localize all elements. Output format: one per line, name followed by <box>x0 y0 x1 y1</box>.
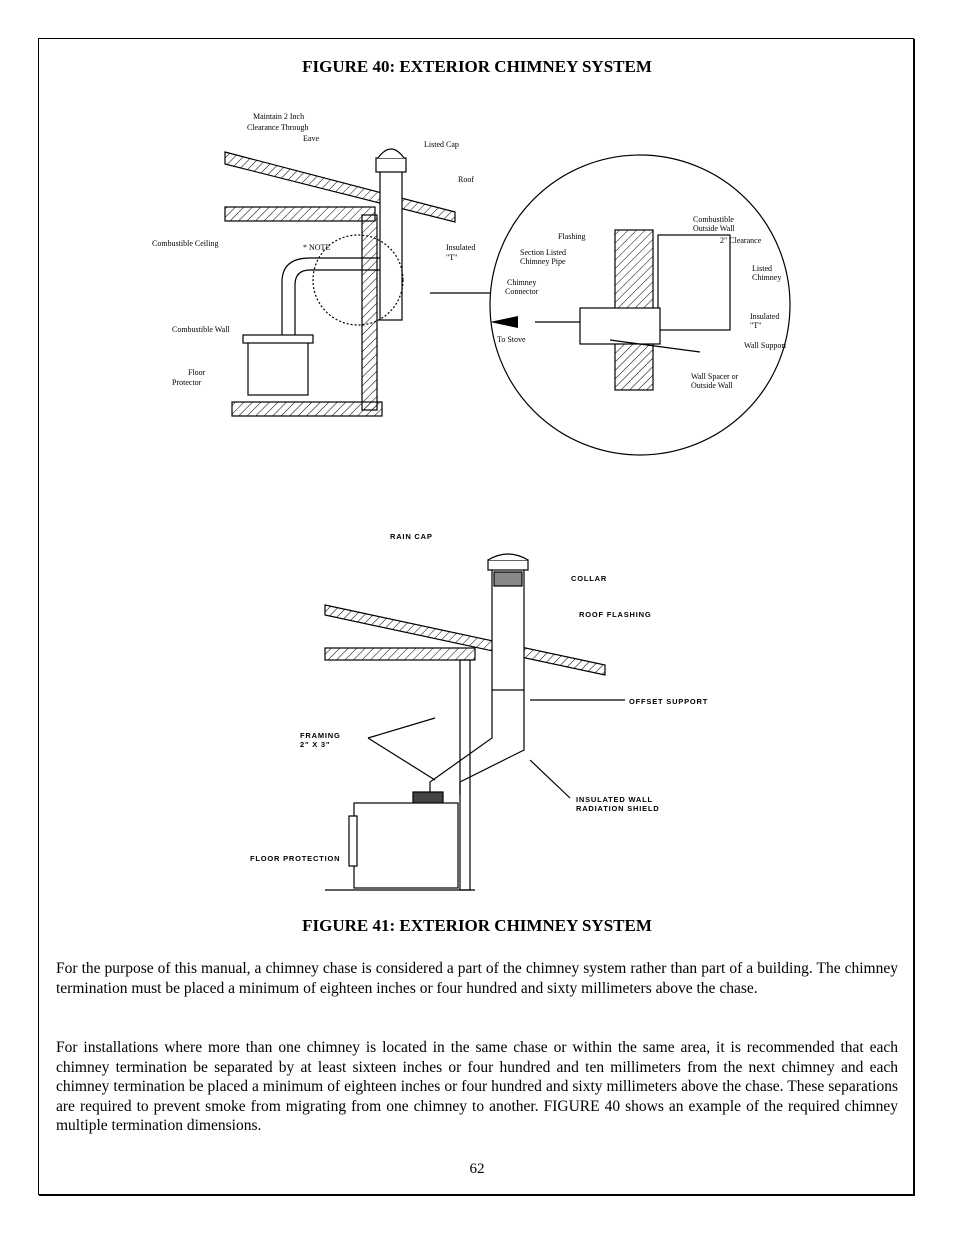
label-wall-support: Wall Support <box>744 341 787 350</box>
paragraph-2: For installations where more than one ch… <box>56 1039 898 1134</box>
label-insulated-t2-1: Insulated <box>750 312 779 321</box>
figure-41-caption: FIGURE 41: EXTERIOR CHIMNEY SYSTEM <box>302 916 652 935</box>
label-listed-cap: Listed Cap <box>424 140 459 149</box>
figure-40-diagram: Maintain 2 Inch Clearance Through Eave L… <box>152 112 791 456</box>
label-roof-flashing: ROOF FLASHING <box>579 610 651 619</box>
label-maintain-1: Maintain 2 Inch <box>253 112 304 121</box>
label-combustible-outside-wall-2: Outside Wall <box>693 224 735 233</box>
label-insulated-t2-2: "T" <box>750 321 761 330</box>
figure-41-diagram: RAIN CAP COLLAR ROOF FLASHING OFFSET SUP… <box>250 532 708 891</box>
page-number: 62 <box>469 1161 485 1177</box>
label-collar: COLLAR <box>571 574 607 583</box>
paragraph-1: For the purpose of this manual, a chimne… <box>56 960 898 997</box>
label-chimney-connector-2: Connector <box>505 287 539 296</box>
label-listed-chimney-1: Listed <box>752 264 772 273</box>
label-maintain-3: Eave <box>303 134 319 143</box>
label-insulated-wall-2: RADIATION SHIELD <box>576 804 660 813</box>
label-wall-spacer-2: Outside Wall <box>691 381 733 390</box>
label-floor-protector-1: Floor <box>188 368 206 377</box>
label-floor-protector-2: Protector <box>172 378 202 387</box>
label-insulated-wall-1: INSULATED WALL <box>576 795 653 804</box>
label-listed-chimney-2: Chimney <box>752 273 781 282</box>
label-framing-1: FRAMING <box>300 731 341 740</box>
label-to-stove: To Stove <box>497 335 526 344</box>
label-section-listed-2: Chimney Pipe <box>520 257 566 266</box>
label-chimney-connector-1: Chimney <box>507 278 536 287</box>
label-wall-spacer-1: Wall Spacer or <box>691 372 739 381</box>
label-insulated-t-2: "T" <box>446 253 457 262</box>
label-roof: Roof <box>458 175 474 184</box>
label-offset-support: OFFSET SUPPORT <box>629 697 708 706</box>
label-clearance-2in: 2" Clearance <box>720 236 762 245</box>
label-maintain-2: Clearance Through <box>247 123 308 132</box>
label-section-listed-1: Section Listed <box>520 248 566 257</box>
label-flashing: Flashing <box>558 232 586 241</box>
label-insulated-t-1: Insulated <box>446 243 475 252</box>
label-note: * NOTE <box>303 243 330 252</box>
figure-40-caption: FIGURE 40: EXTERIOR CHIMNEY SYSTEM <box>302 57 652 76</box>
label-rain-cap: RAIN CAP <box>390 532 433 541</box>
label-combustible-ceiling: Combustible Ceiling <box>152 239 218 248</box>
label-combustible-wall: Combustible Wall <box>172 325 230 334</box>
label-floor-protection: FLOOR PROTECTION <box>250 854 340 863</box>
page-border <box>38 38 914 1195</box>
label-combustible-outside-wall-1: Combustible <box>693 215 734 224</box>
label-framing-2: 2" X 3" <box>300 740 330 749</box>
